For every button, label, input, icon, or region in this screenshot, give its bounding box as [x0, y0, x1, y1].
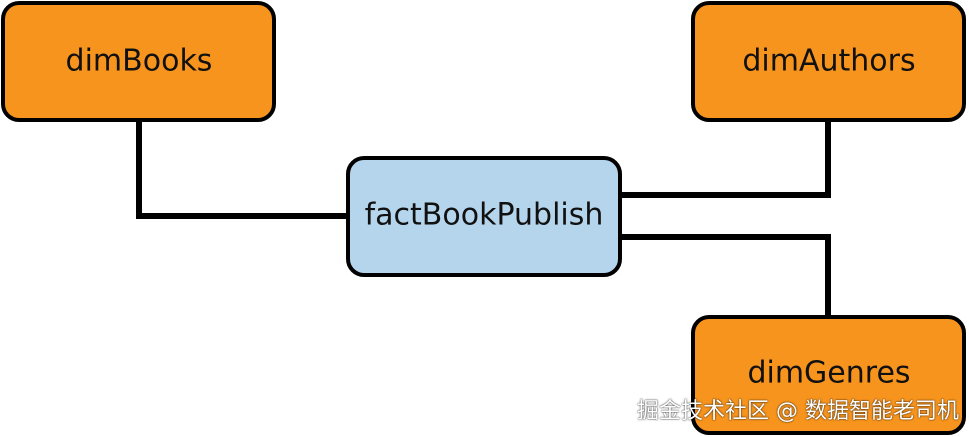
node-fact-book-publish-label: factBookPublish	[365, 198, 604, 233]
connector-authors-fact	[620, 120, 831, 198]
node-fact-book-publish-box	[346, 156, 622, 277]
node-dim-authors-label: dimAuthors	[742, 44, 915, 79]
node-dim-books-box	[1, 1, 276, 122]
node-dim-genres: dimGenres	[691, 315, 966, 435]
watermark-text: 掘金技术社区 @ 数据智能老司机	[637, 399, 959, 424]
node-dim-books-label: dimBooks	[66, 44, 213, 79]
connector-genres-fact	[620, 234, 831, 318]
node-dim-authors-box	[691, 1, 966, 122]
node-dim-genres-label: dimGenres	[747, 356, 910, 391]
node-dim-books: dimBooks	[1, 1, 276, 122]
node-fact-book-publish: factBookPublish	[346, 156, 622, 277]
connector-books-fact	[136, 120, 348, 219]
node-dim-authors: dimAuthors	[691, 1, 966, 122]
node-dim-genres-box	[691, 315, 966, 435]
